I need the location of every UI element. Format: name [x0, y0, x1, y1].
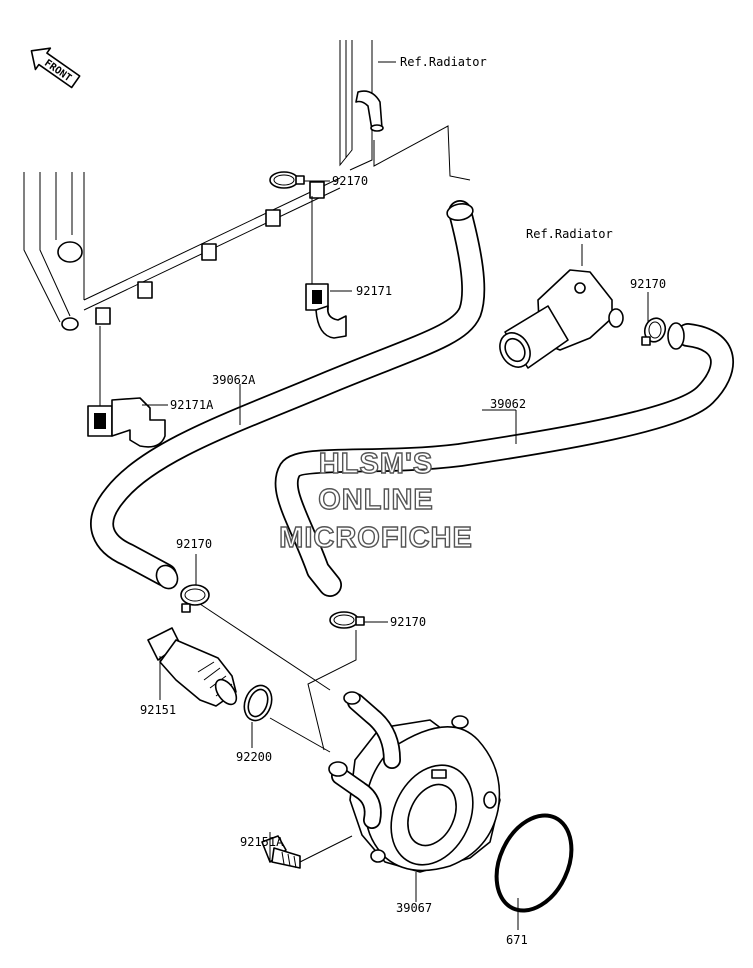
radiator-tabs — [95, 181, 325, 325]
label-39062a: 39062A — [212, 373, 256, 387]
label-92151: 92151 — [140, 703, 176, 717]
label-92171a: 92171A — [170, 398, 214, 412]
oil-cooler-39067 — [328, 691, 501, 873]
label-92170-fitting: 92170 — [630, 277, 666, 291]
part-labels: Ref.Radiator 92170 Ref.Radiator 92170 92… — [140, 55, 666, 947]
bracket-92171a — [87, 397, 166, 448]
watermark-line3: MICROFICHE — [279, 522, 473, 554]
watermark-line2: ONLINE — [318, 484, 434, 516]
clamp-top-right — [269, 171, 305, 189]
hose-39062a — [90, 200, 486, 590]
label-92151a: 92151A — [240, 835, 284, 849]
union-bolt-92151 — [147, 627, 238, 707]
watermark-line1: HLSM'S — [319, 448, 433, 480]
label-39062: 39062 — [490, 397, 526, 411]
watermark: HLSM'S ONLINE MICROFICHE — [278, 447, 473, 554]
leader-lines — [99, 61, 649, 930]
radiator-body — [23, 172, 341, 331]
label-92170-center: 92170 — [390, 615, 426, 629]
radiator-top — [339, 40, 384, 171]
clamp-left — [180, 584, 210, 613]
hose-39062 — [274, 322, 734, 597]
label-ref-radiator-mid: Ref.Radiator — [526, 227, 613, 241]
label-92170-left: 92170 — [176, 537, 212, 551]
bracket-92171 — [305, 283, 347, 339]
label-92170-top: 92170 — [332, 174, 368, 188]
clamp-center — [329, 611, 365, 629]
gasket-92200 — [243, 684, 273, 722]
front-arrow: FRONT — [30, 47, 81, 89]
label-92200: 92200 — [236, 750, 272, 764]
bolt-92151a — [261, 835, 301, 869]
label-ref-radiator-top: Ref.Radiator — [400, 55, 487, 69]
clamp-fitting — [641, 317, 667, 346]
o-ring-671 — [494, 813, 574, 913]
radiator-fitting — [499, 269, 624, 369]
label-92171: 92171 — [356, 284, 392, 298]
label-671: 671 — [506, 933, 528, 947]
label-39067: 39067 — [396, 901, 432, 915]
